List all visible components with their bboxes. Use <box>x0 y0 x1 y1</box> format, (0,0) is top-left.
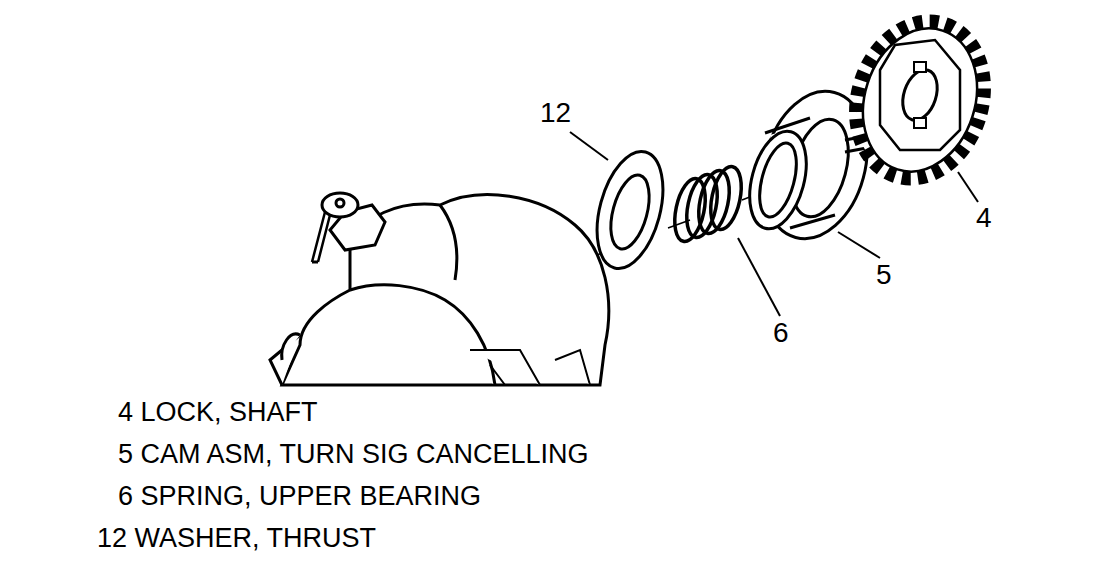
column-housing <box>270 195 609 385</box>
part-list-entry: 4 LOCK, SHAFT <box>118 399 318 426</box>
callout-number: 5 <box>876 261 892 289</box>
bearing-spring <box>670 164 747 244</box>
ignition-key <box>312 193 385 262</box>
part-list-entry: 5 CAM ASM, TURN SIG CANCELLING <box>118 441 589 468</box>
leader-lines <box>570 132 978 316</box>
callout-number: 12 <box>540 99 571 127</box>
shaft-lock <box>836 5 1003 195</box>
thrust-washer <box>585 144 674 275</box>
part-list-entry: 12 WASHER, THRUST <box>97 525 376 552</box>
callout-number: 6 <box>773 319 789 347</box>
callout-number: 4 <box>976 204 992 232</box>
part-list-entry: 6 SPRING, UPPER BEARING <box>118 483 481 510</box>
